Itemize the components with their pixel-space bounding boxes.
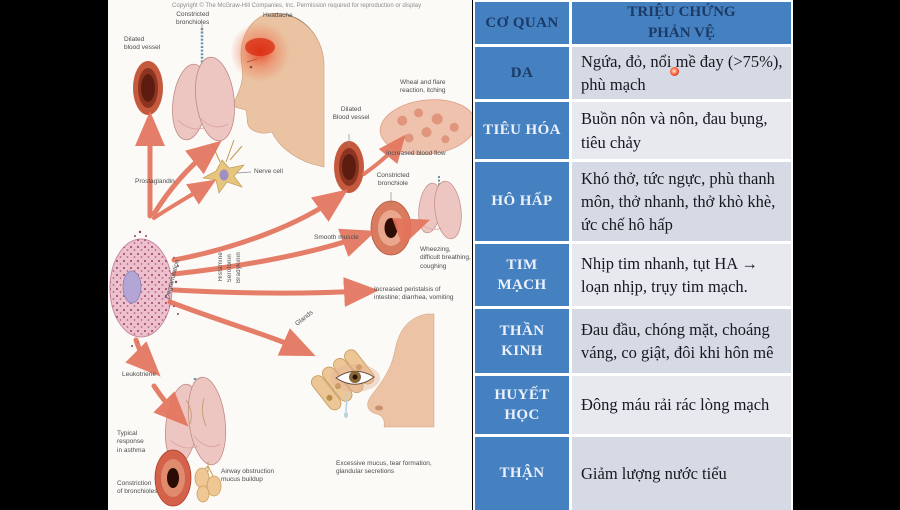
label-wheal-flare: Wheal and flare reaction, itching: [400, 79, 446, 95]
organ-ho-hap: HÔ HẤP: [475, 162, 569, 241]
bronchiole-bottom-illustration: [154, 449, 192, 507]
organ-huyet-hoc: HUYẾT HỌC: [475, 376, 569, 434]
label-increased-peristalsis: Increased peristalsis of intestine; diar…: [374, 286, 454, 302]
bronchiole-ring-illustration: [370, 200, 412, 256]
laser-pointer-dot: [670, 67, 679, 76]
table-row: HÔ HẤP Khó thở, tức ngực, phù thanh môn,…: [475, 162, 791, 241]
table-row: DA Ngứa, đỏ, nổi mề đay (>75%), phù mạch: [475, 47, 791, 99]
organ-tieu-hoa: TIÊU HÓA: [475, 102, 569, 159]
label-dilated-blood-vessel-2: Dilated Blood vessel: [332, 106, 370, 122]
anaphylaxis-symptom-table: CƠ QUAN TRIỆU CHỨNG PHẢN VỆ DA Ngứa, đỏ,…: [473, 0, 793, 510]
label-headache: Headache: [263, 12, 293, 19]
label-prostaglandin: Prostaglandin: [135, 178, 175, 185]
head-illustration: [230, 13, 325, 168]
label-constricted-bronchioles: Constricted bronchioles: [176, 11, 210, 27]
header-organ-col: CƠ QUAN: [475, 2, 569, 44]
label-constricted-bronchiole: Constricted bronchiole: [376, 172, 410, 188]
symptoms-da: Ngứa, đỏ, nổi mề đay (>75%), phù mạch: [572, 47, 791, 99]
allergy-diagram-panel: Copyright © The McGraw-Hill Companies, I…: [108, 0, 472, 510]
mediator-arrows: [125, 111, 431, 427]
organ-than-kinh: THẦN KINH: [475, 309, 569, 373]
label-nerve-cell: Nerve cell: [254, 168, 283, 175]
symptoms-than: Giảm lượng nước tiểu: [572, 437, 791, 510]
lungs-top-illustration: [172, 28, 235, 142]
table-row: THẬN Giảm lượng nước tiểu: [475, 437, 791, 510]
table-row: HUYẾT HỌC Đông máu rải rác lòng mạch: [475, 376, 791, 434]
pointer-lines: [201, 24, 392, 204]
symptoms-ho-hap: Khó thở, tức ngực, phù thanh môn, thở nh…: [572, 162, 791, 241]
label-dilated-blood-vessel: Dilated blood vessel: [124, 36, 161, 52]
label-typical-response: Typical response in asthma: [117, 430, 146, 454]
header-symptom-col: TRIỆU CHỨNG PHẢN VỆ: [572, 2, 791, 44]
label-increased-blood-flow: Increased blood flow: [386, 150, 446, 157]
airway-glands-illustration: [194, 462, 222, 503]
organ-da: DA: [475, 47, 569, 99]
copyright-text: Copyright © The McGraw-Hill Companies, I…: [172, 3, 422, 9]
symptoms-tim-mach: Nhịp tim nhanh, tụt HA → loạn nhịp, trụy…: [572, 244, 791, 306]
lungs-right-illustration: [418, 176, 462, 240]
label-leukotriene: Leukotriene: [122, 371, 156, 378]
label-wheezing: Wheezing, difficult breathing, coughing: [420, 246, 471, 270]
table-row: TIÊU HÓA Buồn nôn và nôn, đau bụng, tiêu…: [475, 102, 791, 159]
mast-cell-illustration: [109, 230, 181, 347]
label-airway-obstruction: Airway obstruction mucus buildup: [221, 468, 275, 484]
symptoms-huyet-hoc: Đông máu rải rác lòng mạch: [572, 376, 791, 434]
allergy-diagram-art: [109, 13, 472, 507]
nerve-cell-illustration: [202, 139, 245, 194]
label-histamine: Histamine: [218, 252, 224, 282]
dilated-vessel-illustration: [133, 61, 163, 115]
symptoms-than-kinh: Đau đầu, chóng mặt, choáng váng, co giật…: [572, 309, 791, 373]
label-constriction-of-bronchioles: Constriction of bronchioles: [117, 480, 158, 496]
table-row: TIM MẠCH Nhịp tim nhanh, tụt HA → loạn n…: [475, 244, 791, 306]
organ-than: THẬN: [475, 437, 569, 510]
organ-tim-mach: TIM MẠCH: [475, 244, 569, 306]
nose-eye-illustration: [330, 313, 435, 428]
label-smooth-muscle: Smooth muscle: [314, 234, 359, 241]
table-header-row: CƠ QUAN TRIỆU CHỨNG PHẢN VỆ: [475, 2, 791, 44]
dilated-vessel-2-illustration: [334, 141, 364, 193]
table-row: THẦN KINH Đau đầu, chóng mặt, choáng ván…: [475, 309, 791, 373]
label-excessive-mucus: Excessive mucus, tear formation, glandul…: [336, 460, 432, 476]
label-serotonin: Serotonin: [227, 254, 233, 283]
label-bradykinin: Bradykinin: [236, 252, 242, 284]
symptoms-tieu-hoa: Buồn nôn và nôn, đau bụng, tiêu chảy: [572, 102, 791, 159]
